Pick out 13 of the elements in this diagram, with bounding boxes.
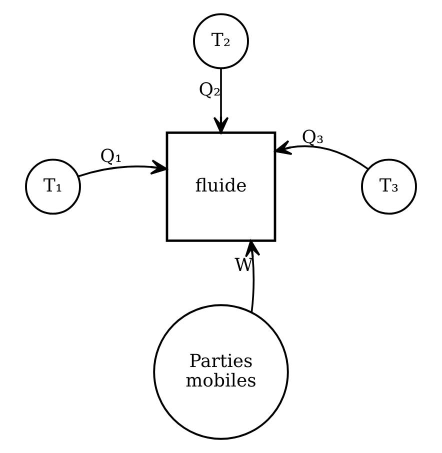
edge-label: Q₃ [302, 127, 324, 148]
edge-label: Q₁ [100, 146, 122, 167]
edge-label: W [234, 255, 254, 276]
edge-label: Q₂ [198, 79, 221, 100]
node-circle: T₃ [361, 158, 417, 215]
arrow [274, 140, 369, 170]
arrow [245, 240, 260, 312]
node-box: fluide [166, 131, 276, 242]
node-circle: T₂ [193, 13, 249, 70]
arrow [213, 68, 229, 134]
node-circle: T₁ [25, 158, 81, 215]
node-circle: Parties mobiles [153, 304, 289, 440]
arrow [78, 159, 168, 178]
